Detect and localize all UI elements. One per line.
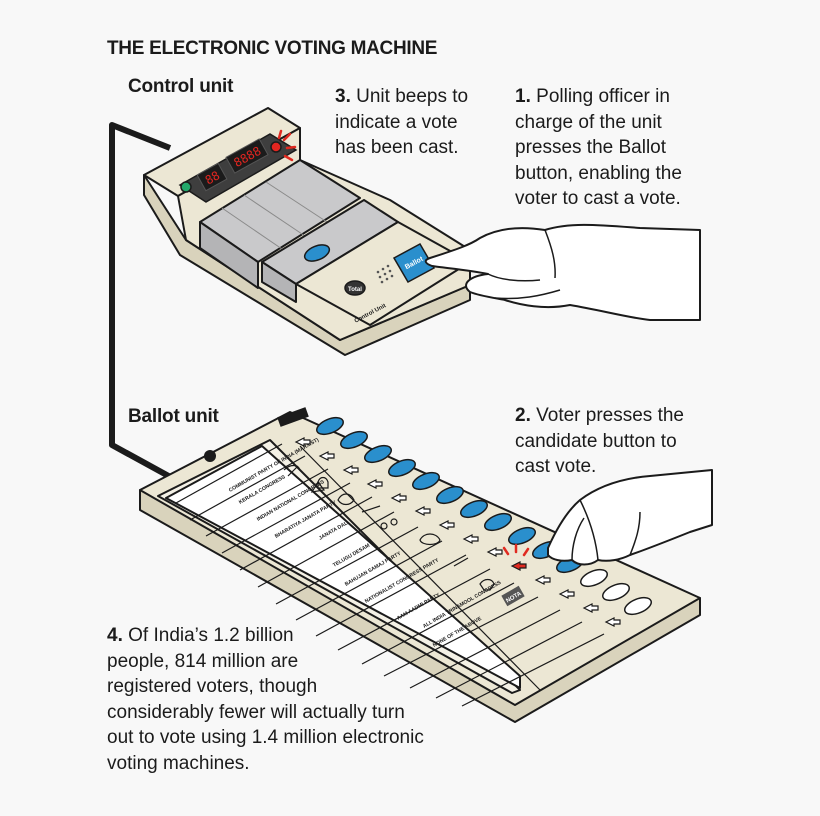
display-right-screen [225, 138, 269, 174]
officer-hand [424, 223, 701, 321]
ballot-unit-label: Ballot unit [128, 406, 219, 427]
candidate-button[interactable] [338, 428, 369, 451]
arrow-left-icon [414, 506, 431, 516]
power-indicator-icon [180, 181, 192, 193]
arrow-symbol-icon [361, 505, 381, 513]
connecting-cable [109, 122, 187, 488]
note-step-1: 1. Polling officer in charge of the unit… [515, 84, 715, 212]
note-2-number: 2. [515, 405, 531, 426]
candidate-button[interactable] [578, 566, 609, 589]
arrow-left-icon [318, 451, 335, 461]
ballot-unit-indicator-icon [204, 450, 216, 462]
candidate-button[interactable] [314, 414, 345, 437]
speaker-grille [376, 264, 394, 284]
note-1-text: Polling officer in charge of the unit pr… [515, 86, 682, 209]
arrow-left-icon [582, 603, 599, 613]
note-3-text: Unit beeps to indicate a vote has been c… [335, 86, 469, 158]
total-button[interactable] [344, 280, 366, 296]
beep-indicator-icon [270, 141, 282, 153]
close-button[interactable] [302, 242, 331, 265]
total-button-text: Total [348, 287, 362, 293]
clock-symbol-icon [453, 557, 469, 567]
arrow-left-icon [294, 437, 311, 447]
candidate-button[interactable] [362, 442, 393, 465]
note-step-2: 2. Voter presses the candidate button to… [515, 403, 715, 480]
candidate-button[interactable] [410, 469, 441, 492]
hand-symbol-icon [317, 476, 329, 489]
note-1-number: 1. [515, 86, 531, 107]
beep-burst-icon [277, 129, 297, 162]
lotus-icon [337, 493, 355, 506]
candidate-button[interactable] [600, 580, 631, 603]
hammer-sickle-icon [283, 464, 301, 477]
active-arrow-icon [510, 561, 527, 571]
arrow-left-icon [534, 575, 551, 585]
arrow-left-icon [366, 479, 383, 489]
candidate-arrows [294, 437, 621, 627]
elephant-icon [419, 533, 441, 546]
nota-badge [501, 585, 525, 607]
note-4-text: Of India’s 1.2 billion people, 814 milli… [107, 625, 424, 774]
arrow-left-icon [390, 493, 407, 503]
vote-burst-icon [502, 543, 530, 557]
note-4-number: 4. [107, 625, 123, 646]
cycle-wheel-icon [380, 522, 388, 530]
note-step-3: 3. Unit beeps to indicate a vote has bee… [335, 84, 485, 161]
ballot-slot [277, 407, 309, 427]
voter-hand-details [571, 499, 641, 561]
candidate-button[interactable] [482, 510, 513, 533]
candidate-button[interactable] [434, 483, 465, 506]
note-step-4: 4. Of India’s 1.2 billion people, 814 mi… [107, 623, 467, 776]
control-unit-device [143, 107, 471, 356]
arrow-left-icon [604, 617, 621, 627]
arrow-left-icon [486, 547, 503, 557]
cycle-wheel-icon [390, 518, 398, 526]
display-left-screen [196, 162, 228, 192]
candidate-button[interactable] [386, 456, 417, 479]
candidate-button[interactable] [458, 497, 489, 520]
party-symbols [283, 464, 495, 591]
control-unit-label: Control unit [128, 76, 234, 97]
arrow-left-icon [438, 520, 455, 530]
page-title: THE ELECTRONIC VOTING MACHINE [107, 38, 438, 59]
arrow-left-icon [558, 589, 575, 599]
candidate-button[interactable] [622, 594, 653, 617]
arrow-left-icon [342, 465, 359, 475]
display-left-digits: 88 [203, 168, 222, 187]
note-2-text: Voter presses the candidate button to ca… [515, 405, 685, 477]
ballot-button[interactable] [392, 242, 436, 284]
arrow-left-icon [462, 534, 479, 544]
note-3-number: 3. [335, 86, 351, 107]
broom-icon [479, 578, 495, 591]
officer-hand-details [487, 229, 561, 300]
candidate-row-lines [175, 443, 605, 707]
candidate-button[interactable] [506, 524, 537, 547]
party-symbol-icon [310, 480, 326, 493]
